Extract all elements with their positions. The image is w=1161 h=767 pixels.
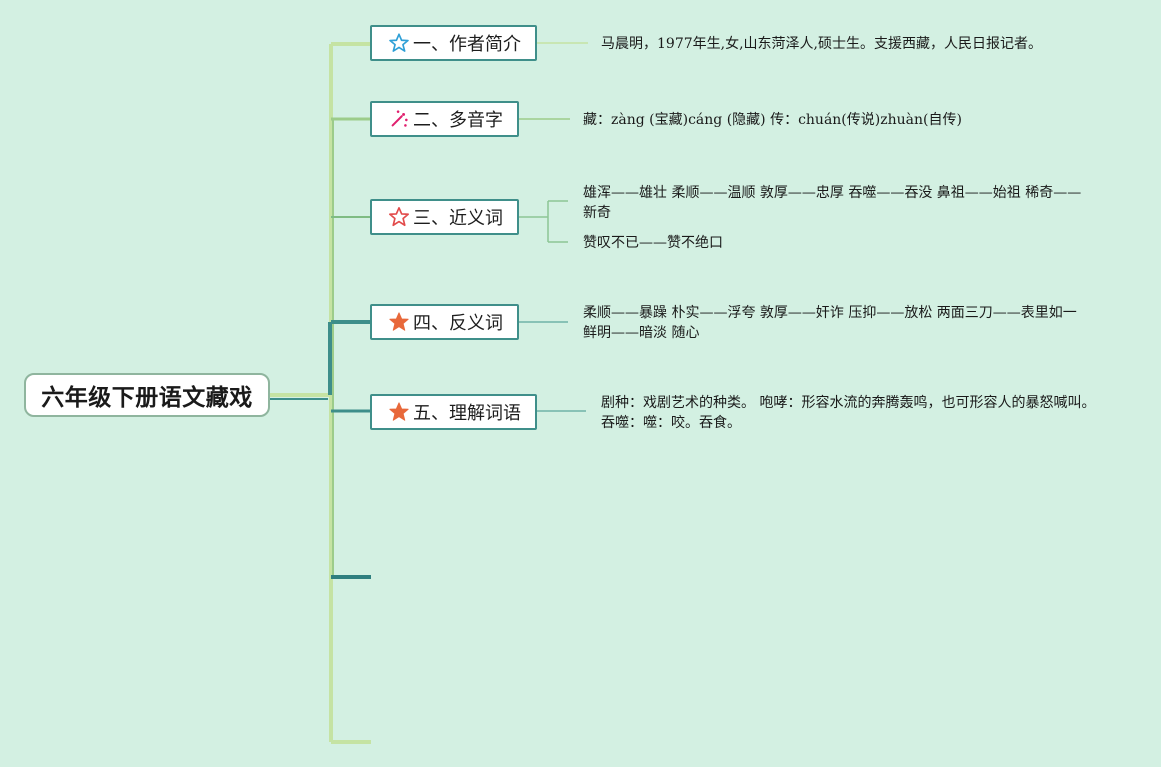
note-antonyms: 柔顺——暴躁 朴实——浮夸 敦厚——奸诈 压抑——放松 两面三刀——表里如一 鲜… [583, 303, 1077, 343]
topic-label: 二、多音字 [413, 110, 503, 131]
outline-red-star-icon [388, 206, 410, 228]
filled-orange-star-icon [388, 311, 410, 333]
root-title: 六年级下册语文藏戏 [41, 385, 253, 411]
note-synonyms-1: 雄浑——雄壮 柔顺——温顺 敦厚——忠厚 吞噬——吞没 鼻祖——始祖 稀奇—— … [583, 183, 1081, 223]
root-node[interactable]: 六年级下册语文藏戏 [24, 373, 270, 417]
topic-label: 一、作者简介 [413, 34, 521, 55]
note-polyphonic-chars: 藏：zàng (宝藏)cáng (隐藏) 传：chuán(传说)zhuàn(自传… [583, 110, 962, 130]
topic-author-intro[interactable]: 一、作者简介 [370, 25, 537, 61]
topic-polyphonic-chars[interactable]: 二、多音字 [370, 101, 519, 137]
outline-blue-star-icon [388, 32, 410, 54]
note-line: 藏：zàng (宝藏)cáng (隐藏) 传：chuán(传说)zhuàn(自传… [583, 112, 962, 128]
note-line: 新奇 [583, 205, 611, 221]
note-line: 剧种：戏剧艺术的种类。 咆哮：形容水流的奔腾轰鸣，也可形容人的暴怒喊叫。 [601, 395, 1096, 411]
topic-antonyms[interactable]: 四、反义词 [370, 304, 519, 340]
note-line: 雄浑——雄壮 柔顺——温顺 敦厚——忠厚 吞噬——吞没 鼻祖——始祖 稀奇—— [583, 185, 1082, 201]
topic-word-meanings[interactable]: 五、理解词语 [370, 394, 537, 430]
sparkle-icon [388, 108, 410, 130]
note-line: 鲜明——暗淡 随心 [583, 325, 700, 341]
filled-orange-star-icon [388, 401, 410, 423]
topic-label: 四、反义词 [413, 313, 503, 334]
note-synonyms-2: 赞叹不已——赞不绝口 [583, 233, 723, 253]
topic-label: 五、理解词语 [413, 403, 521, 424]
note-line: 柔顺——暴躁 朴实——浮夸 敦厚——奸诈 压抑——放松 两面三刀——表里如一 [583, 305, 1077, 321]
note-line: 马晨明，1977年生,女,山东菏泽人,硕士生。支援西藏，人民日报记者。 [601, 36, 1042, 52]
note-author-intro: 马晨明，1977年生,女,山东菏泽人,硕士生。支援西藏，人民日报记者。 [601, 34, 1042, 54]
topic-synonyms[interactable]: 三、近义词 [370, 199, 519, 235]
note-line: 赞叹不已——赞不绝口 [583, 235, 723, 251]
topic-label: 三、近义词 [413, 208, 503, 229]
note-line: 吞噬：噬：咬。吞食。 [601, 415, 741, 431]
note-word-meanings: 剧种：戏剧艺术的种类。 咆哮：形容水流的奔腾轰鸣，也可形容人的暴怒喊叫。 吞噬：… [601, 393, 1095, 433]
